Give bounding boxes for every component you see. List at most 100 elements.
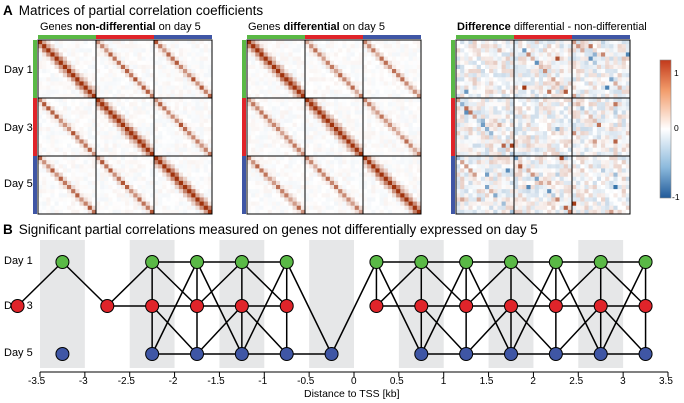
matrix-cell <box>178 193 184 198</box>
matrix-cell <box>464 40 469 45</box>
matrix-cell <box>387 44 393 49</box>
matrix-cell <box>280 56 285 62</box>
matrix-cell <box>325 56 331 62</box>
matrix-cell <box>162 189 167 194</box>
matrix-cell <box>350 160 356 165</box>
matrix-cell <box>170 98 176 103</box>
matrix-cell <box>79 147 84 153</box>
matrix-cell <box>267 131 273 136</box>
matrix-cell <box>276 110 281 115</box>
matrix-cell <box>514 156 519 161</box>
matrix-cell <box>58 93 64 99</box>
matrix-cell <box>178 64 184 70</box>
matrix-cell <box>149 77 155 82</box>
matrix-cell <box>321 193 327 198</box>
matrix-cell <box>538 164 544 169</box>
matrix-cell <box>489 93 494 99</box>
matrix-cell <box>141 185 147 190</box>
matrix-cell <box>83 77 89 82</box>
matrix-cell <box>456 44 461 49</box>
matrix-cell <box>104 205 109 211</box>
matrix-cell <box>247 102 252 107</box>
matrix-cell <box>379 172 385 178</box>
matrix-cell <box>497 69 502 74</box>
matrix-cell <box>108 131 113 136</box>
matrix-cell <box>112 122 118 128</box>
matrix-cell <box>83 56 89 62</box>
matrix-cell <box>555 160 560 165</box>
matrix-cell <box>313 110 318 115</box>
matrix-cell <box>514 85 519 91</box>
matrix-cell <box>329 176 335 182</box>
matrix-cell <box>342 89 347 95</box>
matrix-cell <box>342 176 347 182</box>
matrix-cell <box>596 64 602 70</box>
matrix-cell <box>284 147 289 153</box>
matrix-cell <box>251 44 256 49</box>
matrix-cell <box>191 106 196 111</box>
matrix-cell <box>354 193 360 198</box>
matrix-cell <box>267 209 273 215</box>
matrix-cell <box>321 147 327 153</box>
matrix-cell <box>514 176 519 182</box>
matrix-cell <box>526 81 531 86</box>
matrix-cell <box>108 185 113 190</box>
matrix-cell <box>178 156 184 161</box>
matrix-cell <box>199 205 205 211</box>
matrix-cell <box>284 98 289 103</box>
matrix-cell <box>104 73 109 78</box>
matrix-cell <box>313 52 318 57</box>
matrix-cell <box>284 131 289 136</box>
matrix-cell <box>141 160 147 165</box>
matrix-cell <box>505 81 511 86</box>
matrix-cell <box>576 168 581 173</box>
matrix-cell <box>112 135 118 140</box>
matrix-cell <box>472 64 478 70</box>
matrix-cell <box>75 93 80 99</box>
matrix-cell <box>120 48 126 53</box>
matrix-cell <box>572 135 577 140</box>
matrix-cell <box>178 135 184 140</box>
matrix-cell <box>489 69 494 74</box>
matrix-cell <box>288 164 293 169</box>
matrix-cell <box>460 56 465 62</box>
matrix-cell <box>305 209 310 215</box>
matrix-cell <box>38 89 43 95</box>
matrix-cell <box>501 93 507 99</box>
matrix-cell <box>195 127 200 132</box>
matrix-cell <box>50 180 55 186</box>
matrix-cell <box>271 48 277 53</box>
matrix-cell <box>116 143 122 149</box>
matrix-cell <box>367 60 372 66</box>
matrix-cell <box>375 52 380 57</box>
matrix-cell <box>497 81 502 86</box>
matrix-cell <box>358 56 364 62</box>
matrix-cell <box>91 160 97 165</box>
matrix-cell <box>387 64 393 70</box>
matrix-cell <box>534 77 540 82</box>
matrix-cell <box>183 143 188 149</box>
matrix-cell <box>329 89 335 95</box>
matrix-cell <box>137 122 142 128</box>
matrix-cell <box>309 147 314 153</box>
matrix-cell <box>514 151 519 157</box>
matrix-cell <box>371 93 376 99</box>
matrix-cell <box>325 40 331 45</box>
matrix-cell <box>358 135 364 140</box>
matrix-cell <box>338 193 343 198</box>
matrix-cell <box>187 73 192 78</box>
matrix-cell <box>183 118 188 124</box>
matrix-cell <box>489 118 494 124</box>
matrix-cell <box>137 52 142 57</box>
matrix-cell <box>288 143 293 149</box>
x-axis-label: Distance to TSS [kb] <box>304 388 400 400</box>
matrix-cell <box>251 114 256 120</box>
matrix-cell <box>321 52 327 57</box>
matrix-cell <box>137 64 142 70</box>
matrix-cell <box>526 168 531 173</box>
matrix-cell <box>116 81 122 86</box>
matrix-cell <box>207 185 213 190</box>
matrix-cell <box>108 168 113 173</box>
matrix-cell <box>567 160 573 165</box>
matrix-cell <box>354 180 360 186</box>
